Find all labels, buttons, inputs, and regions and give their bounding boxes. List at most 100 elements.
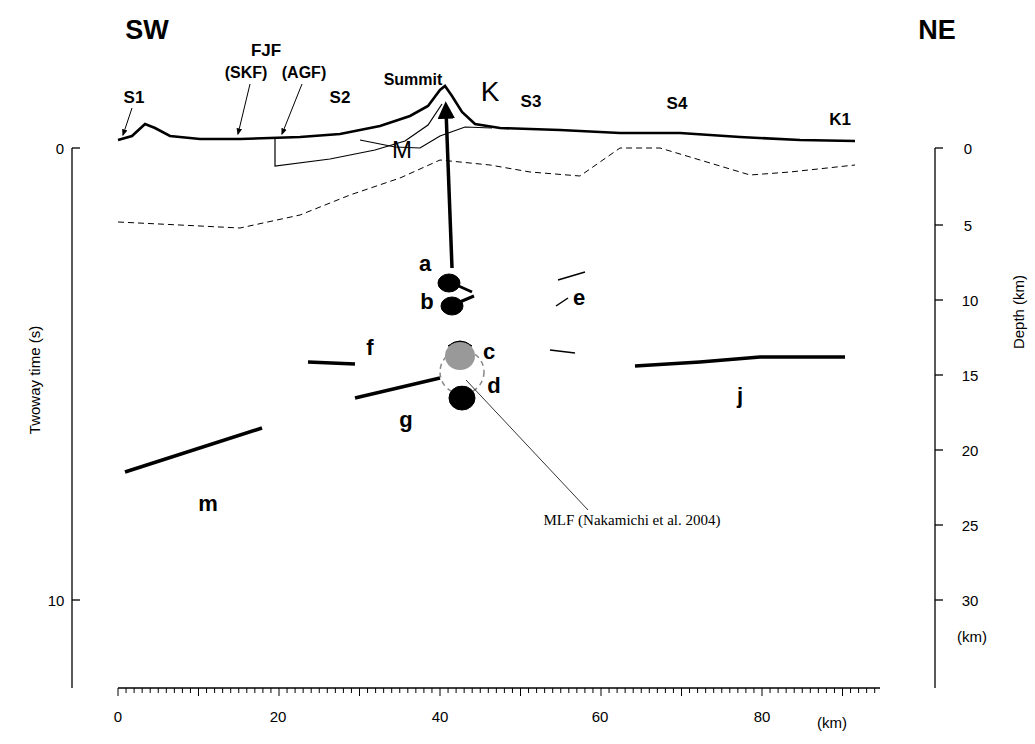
axis-title: Depth (km) xyxy=(1011,275,1026,349)
axis-tick-label: 80 xyxy=(754,709,771,724)
reflector-label: c xyxy=(483,341,495,363)
axis-tick xyxy=(488,688,489,693)
axis-tick xyxy=(150,688,151,693)
station-label: K1 xyxy=(829,111,851,128)
axis-tick xyxy=(480,688,481,693)
axis-title: Twoway time (s) xyxy=(27,326,42,434)
axis-tick xyxy=(166,688,167,693)
axis-tick xyxy=(834,688,835,693)
reflectors xyxy=(125,272,845,472)
axis-tick xyxy=(770,688,771,693)
reflector-label: a xyxy=(419,253,431,275)
leader-arrow xyxy=(282,84,302,134)
reflector-label: b xyxy=(420,291,433,313)
axis-tick-label: 30 xyxy=(962,593,979,608)
axis-tick-label: 0 xyxy=(56,141,64,156)
magma-path-arrow xyxy=(446,110,452,268)
axis-tick xyxy=(609,688,610,693)
station-label: S4 xyxy=(667,95,688,112)
axis-tick xyxy=(343,688,344,693)
axis-tick xyxy=(351,688,352,693)
axes xyxy=(72,148,943,688)
axis-tick xyxy=(641,688,642,693)
axis-tick xyxy=(126,688,127,693)
axis-tick xyxy=(874,688,875,693)
axis-tick xyxy=(375,688,376,693)
axis-tick xyxy=(544,688,545,693)
axis-tick xyxy=(601,688,602,696)
fault-label: (SKF) xyxy=(225,65,268,81)
axis-tick-label: 0 xyxy=(114,709,122,724)
axis-tick xyxy=(753,688,754,693)
leader-line xyxy=(466,380,588,510)
axis-tick xyxy=(633,688,634,693)
axis-tick xyxy=(431,688,432,693)
axis-tick xyxy=(158,688,159,693)
axis-tick xyxy=(665,688,666,693)
reflector-label: j xyxy=(737,385,743,407)
axis-tick xyxy=(560,688,561,693)
leader-arrow xyxy=(238,84,250,134)
axis-tick xyxy=(319,688,320,693)
layer-m-outline xyxy=(275,104,442,166)
axis-tick xyxy=(520,688,521,696)
direction-label: SW xyxy=(125,17,169,44)
minor-ticks xyxy=(118,688,875,696)
axis-tick xyxy=(552,688,553,693)
axis-tick xyxy=(786,688,787,693)
axis-tick xyxy=(383,688,384,693)
station-label: S2 xyxy=(330,89,351,106)
axis-tick xyxy=(528,688,529,693)
axis-tick xyxy=(681,688,682,696)
fault-label: FJF xyxy=(251,42,281,59)
axis-tick xyxy=(826,688,827,693)
axis-tick xyxy=(576,688,577,693)
axis-tick xyxy=(206,688,207,693)
axis-tick xyxy=(359,688,360,696)
axis-tick xyxy=(335,688,336,693)
axis-tick xyxy=(327,688,328,693)
axis-tick xyxy=(802,688,803,693)
axis-tick xyxy=(198,688,199,696)
axis-tick-label: 5 xyxy=(964,218,972,233)
fault-label: (AGF) xyxy=(282,65,326,81)
axis-tick xyxy=(423,688,424,693)
axis-tick xyxy=(287,688,288,693)
axis-tick xyxy=(472,688,473,693)
station-label: S1 xyxy=(124,89,145,106)
axis-tick xyxy=(190,688,191,693)
axis-tick-label: 0 xyxy=(964,141,972,156)
axis-tick xyxy=(536,688,537,693)
axis-tick xyxy=(456,688,457,693)
axis-tick xyxy=(270,688,271,693)
axis-tick xyxy=(810,688,811,693)
axis-unit-label: (km) xyxy=(957,629,987,644)
axis-tick xyxy=(617,688,618,693)
axis-tick xyxy=(214,688,215,693)
axis-tick xyxy=(818,688,819,693)
axis-tick-label: 10 xyxy=(962,293,979,308)
axis-tick xyxy=(729,688,730,693)
axis-tick xyxy=(407,688,408,693)
axis-tick xyxy=(504,688,505,693)
axis-tick xyxy=(850,688,851,693)
axis-tick xyxy=(625,688,626,693)
axis-tick xyxy=(230,688,231,693)
axis-tick xyxy=(866,688,867,693)
axis-tick xyxy=(745,688,746,693)
axis-tick xyxy=(448,688,449,693)
axis-tick xyxy=(657,688,658,693)
axis-tick xyxy=(399,688,400,693)
axis-tick xyxy=(858,688,859,693)
axis-tick-label: 60 xyxy=(592,709,609,724)
axis-tick xyxy=(464,688,465,693)
axis-tick-label: 25 xyxy=(962,518,979,533)
axis-tick xyxy=(592,688,593,693)
layer-label: M xyxy=(392,138,412,162)
axis-tick xyxy=(721,688,722,693)
axis-tick xyxy=(142,688,143,693)
axis-tick xyxy=(496,688,497,693)
callout-label: MLF (Nakamichi et al. 2004) xyxy=(543,513,720,528)
basement-dashed-line xyxy=(118,148,855,228)
